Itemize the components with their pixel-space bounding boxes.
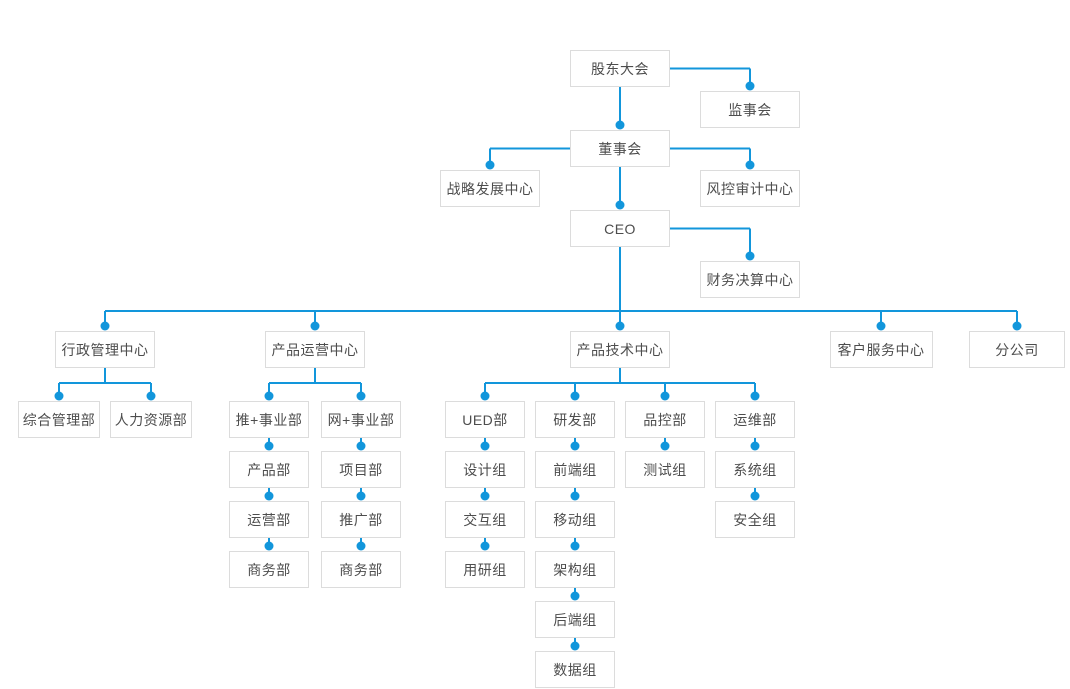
org-node-testing-group: 测试组 xyxy=(625,451,705,488)
org-node-business-dept-1: 商务部 xyxy=(229,551,309,588)
org-node-product-dept: 产品部 xyxy=(229,451,309,488)
org-node-business-dept-2: 商务部 xyxy=(321,551,401,588)
org-node-board-of-directors: 董事会 xyxy=(570,130,670,167)
org-node-quality-control-dept: 品控部 xyxy=(625,401,705,438)
connector-dot xyxy=(745,251,755,261)
org-node-general-management-dept: 综合管理部 xyxy=(18,401,100,438)
org-node-ceo: CEO xyxy=(570,210,670,247)
connector-dot xyxy=(570,441,580,451)
org-node-financial-settlement-center: 财务决算中心 xyxy=(700,261,800,298)
connector-dot xyxy=(356,541,366,551)
connector-dot xyxy=(750,441,760,451)
connector-dot xyxy=(570,391,580,401)
org-node-admin-management-center: 行政管理中心 xyxy=(55,331,155,368)
org-node-system-group: 系统组 xyxy=(715,451,795,488)
connector-dot xyxy=(264,391,274,401)
connector-dot xyxy=(356,441,366,451)
connector-dot xyxy=(356,491,366,501)
connector-dot xyxy=(264,491,274,501)
connector-dot xyxy=(100,321,110,331)
connector-dot xyxy=(570,541,580,551)
org-node-tui-business-unit: 推+事业部 xyxy=(229,401,309,438)
connector-dot xyxy=(264,541,274,551)
org-node-architecture-group: 架构组 xyxy=(535,551,615,588)
org-node-project-dept: 项目部 xyxy=(321,451,401,488)
connector-dot xyxy=(660,391,670,401)
connector-dot xyxy=(480,441,490,451)
connector-dot xyxy=(615,321,625,331)
connector-dot xyxy=(570,491,580,501)
connector-dot xyxy=(876,321,886,331)
org-node-security-group: 安全组 xyxy=(715,501,795,538)
connector-dot xyxy=(750,491,760,501)
connector-dot xyxy=(485,160,495,170)
connector-dot xyxy=(745,81,755,91)
org-node-supervisory-board: 监事会 xyxy=(700,91,800,128)
connector-dot xyxy=(570,591,580,601)
connector-dot xyxy=(480,491,490,501)
connector-dot xyxy=(745,160,755,170)
connector-dot xyxy=(615,120,625,130)
connector-dot xyxy=(146,391,156,401)
connector-dot xyxy=(615,200,625,210)
org-node-frontend-group: 前端组 xyxy=(535,451,615,488)
connector-dot xyxy=(750,391,760,401)
connector-dot xyxy=(310,321,320,331)
org-node-customer-service-center: 客户服务中心 xyxy=(829,331,933,368)
connector-dot xyxy=(660,441,670,451)
org-node-risk-control-audit-center: 风控审计中心 xyxy=(700,170,800,207)
org-node-data-group: 数据组 xyxy=(535,651,615,688)
org-node-ued-dept: UED部 xyxy=(445,401,525,438)
connector-dot xyxy=(264,441,274,451)
org-node-promotion-dept: 推广部 xyxy=(321,501,401,538)
connector-dot xyxy=(480,391,490,401)
org-node-interaction-group: 交互组 xyxy=(445,501,525,538)
connector-dot xyxy=(570,641,580,651)
connector-dot xyxy=(54,391,64,401)
org-node-human-resources-dept: 人力资源部 xyxy=(110,401,192,438)
org-node-shareholders-meeting: 股东大会 xyxy=(570,50,670,87)
org-node-mobile-group: 移动组 xyxy=(535,501,615,538)
org-node-product-technology-center: 产品技术中心 xyxy=(570,331,670,368)
connector-dot xyxy=(1012,321,1022,331)
org-node-design-group: 设计组 xyxy=(445,451,525,488)
connector-dot xyxy=(480,541,490,551)
org-node-product-operations-center: 产品运营中心 xyxy=(265,331,365,368)
org-node-branch-company: 分公司 xyxy=(969,331,1065,368)
org-node-rd-dept: 研发部 xyxy=(535,401,615,438)
org-node-ops-maintenance-dept: 运维部 xyxy=(715,401,795,438)
org-node-strategic-development-center: 战略发展中心 xyxy=(440,170,540,207)
org-node-user-research-group: 用研组 xyxy=(445,551,525,588)
org-node-operations-dept: 运营部 xyxy=(229,501,309,538)
connector-dot xyxy=(356,391,366,401)
org-node-backend-group: 后端组 xyxy=(535,601,615,638)
org-node-wang-business-unit: 网+事业部 xyxy=(321,401,401,438)
